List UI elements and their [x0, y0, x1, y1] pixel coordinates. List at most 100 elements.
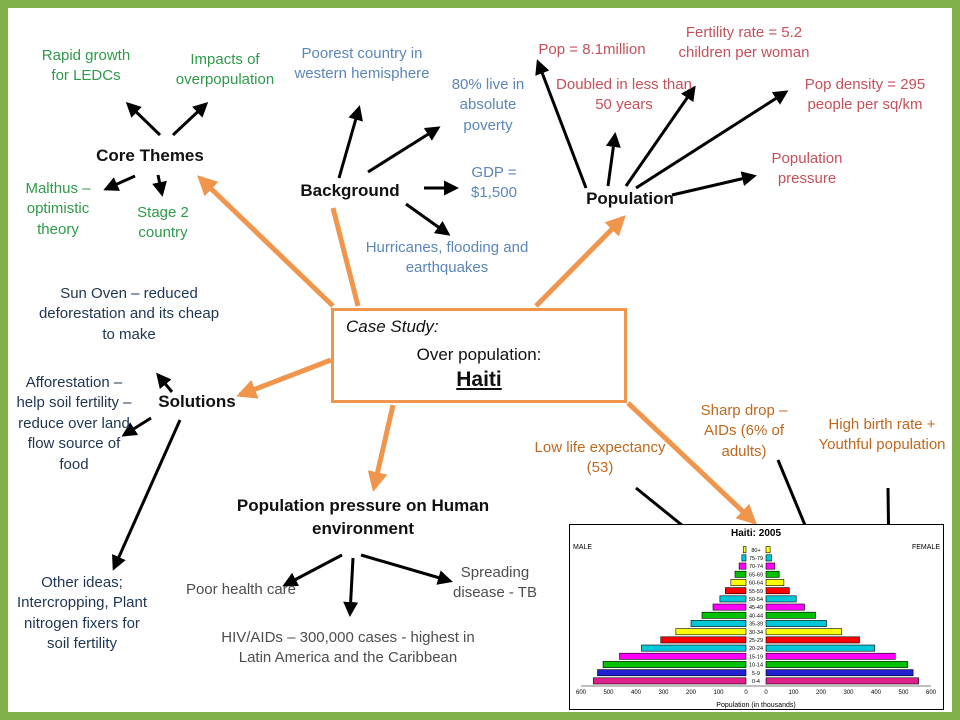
male-bar-15-19 [619, 652, 747, 660]
case-study-box: Case Study: Over population: Haiti [331, 308, 627, 403]
core-stage2: Stage 2 country [137, 204, 189, 242]
population-doubled: Doubled in less than 50 years [556, 76, 692, 114]
x-tick-label: 500 [603, 690, 614, 696]
age-label-65-69: 65-69 [749, 572, 763, 578]
female-bar-40-44 [765, 611, 816, 619]
population-fertility: Fertility rate = 5.2 children per woman [678, 24, 810, 62]
orange-connectors [197, 175, 757, 525]
age-label-75-79: 75-79 [749, 556, 763, 562]
population-density: Pop density = 295 people per sq/km [804, 76, 926, 114]
female-bar-35-39 [765, 620, 827, 627]
male-bar-55-59 [725, 587, 747, 595]
note-life-expectancy: Low life expectancy (53) [534, 439, 666, 477]
solutions-afforestation: Afforestation – help soil fertility – re… [16, 374, 132, 473]
core-malthus: Malthus – optimistic theory [25, 180, 91, 238]
connector-solutions [236, 357, 332, 399]
connector-pressure [367, 404, 396, 492]
male-bar-80+ [742, 546, 747, 554]
male-bar-0-4 [593, 677, 747, 685]
age-label-10-14: 10-14 [749, 663, 763, 669]
female-bar-50-54 [765, 595, 797, 603]
male-bar-45-49 [712, 603, 747, 611]
population-pop: Pop = 8.1million [538, 41, 646, 58]
solutions-other: Other ideas; Intercropping, Plant nitrog… [16, 574, 148, 653]
male-bar-20-24 [641, 644, 747, 652]
background-poverty: 80% live in absolute poverty [451, 76, 525, 134]
age-label-20-24: 20-24 [749, 646, 763, 652]
female-bar-60-64 [765, 579, 785, 586]
male-bar-60-64 [730, 579, 747, 586]
pressure-disease: Spreading disease - TB [453, 564, 537, 602]
x-tick-label: 400 [631, 690, 642, 696]
connector-population [534, 215, 626, 308]
female-bar-20-24 [765, 644, 875, 652]
x-tick-label: 100 [788, 690, 799, 696]
pyramid-title: Haiti: 2005 [731, 528, 781, 539]
female-bar-10-14 [765, 661, 908, 668]
age-label-25-29: 25-29 [749, 638, 763, 644]
x-tick-label: 300 [843, 690, 854, 696]
male-bar-65-69 [734, 570, 747, 578]
background-poorest: Poorest country in western hemisphere [294, 45, 430, 83]
note-birth-rate: High birth rate + Youthful population [818, 416, 946, 454]
mind-map-frame: Core Themes Rapid growth for LEDCs Impac… [8, 8, 952, 712]
case-study-country: Haiti [456, 368, 502, 391]
male-bar-10-14 [602, 661, 747, 668]
x-tick-label: 200 [686, 690, 697, 696]
male-bar-25-29 [660, 636, 747, 644]
core-impacts: Impacts of overpopulation [175, 51, 275, 89]
pressure-hiv: HIV/AIDs – 300,000 cases - highest in La… [221, 629, 475, 667]
female-bar-55-59 [765, 587, 790, 595]
pyramid-male-label: MALE [573, 544, 592, 551]
background-gdp: GDP = $1,500 [471, 164, 517, 202]
age-label-55-59: 55-59 [749, 589, 763, 595]
age-label-45-49: 45-49 [749, 605, 763, 611]
female-bar-25-29 [765, 636, 860, 644]
pressure-env-title: Population pressure on Human environment [236, 496, 490, 539]
background-title: Background [300, 181, 400, 200]
connector-pyramid [626, 401, 757, 525]
pressure-health: Poor health care [185, 581, 297, 598]
core-themes-title: Core Themes [96, 146, 204, 165]
x-tick-label: 0 [744, 690, 748, 696]
pyramid-bars: 0-45-910-1415-1920-2425-2930-3435-3940-4… [593, 546, 919, 685]
female-bar-5-9 [765, 669, 914, 677]
age-label-40-44: 40-44 [749, 613, 763, 619]
age-label-30-34: 30-34 [749, 630, 763, 636]
solutions-title: Solutions [158, 392, 236, 411]
age-label-80+: 80+ [751, 548, 760, 554]
background-hazards: Hurricanes, flooding and earthquakes [365, 239, 529, 277]
age-label-35-39: 35-39 [749, 622, 763, 628]
age-label-60-64: 60-64 [749, 581, 763, 587]
female-bar-80+ [765, 546, 771, 554]
x-tick-label: 400 [871, 690, 882, 696]
female-bar-65-69 [765, 570, 780, 578]
x-tick-label: 600 [576, 690, 587, 696]
x-tick-label: 300 [658, 690, 669, 696]
x-tick-label: 200 [816, 690, 827, 696]
age-label-70-74: 70-74 [749, 564, 763, 570]
male-bar-50-54 [719, 595, 747, 603]
female-bar-75-79 [765, 554, 772, 562]
note-aids-drop: Sharp drop – AIDs (6% of adults) [700, 402, 788, 460]
population-pyramid-chart: Haiti: 2005 MALE FEMALE Population (in t… [569, 524, 944, 710]
male-bar-30-34 [675, 628, 747, 636]
case-study-topic: Over population: [416, 345, 542, 364]
female-bar-30-34 [765, 628, 842, 636]
female-bar-15-19 [765, 652, 896, 660]
connector-layer [103, 59, 898, 639]
male-bar-70-74 [738, 562, 747, 570]
x-tick-label: 500 [898, 690, 909, 696]
age-label-50-54: 50-54 [749, 597, 763, 603]
population-title: Population [586, 189, 674, 208]
age-label-15-19: 15-19 [749, 654, 763, 660]
female-bar-70-74 [765, 562, 776, 570]
population-pressure: Population pressure [771, 150, 843, 188]
age-label-0-4: 0-4 [752, 679, 760, 685]
case-study-label: Case Study: [346, 317, 439, 336]
female-bar-0-4 [765, 677, 919, 685]
male-bar-40-44 [701, 611, 747, 619]
pyramid-xlabel: Population (in thousands) [716, 702, 795, 709]
black-arrows [103, 59, 898, 639]
